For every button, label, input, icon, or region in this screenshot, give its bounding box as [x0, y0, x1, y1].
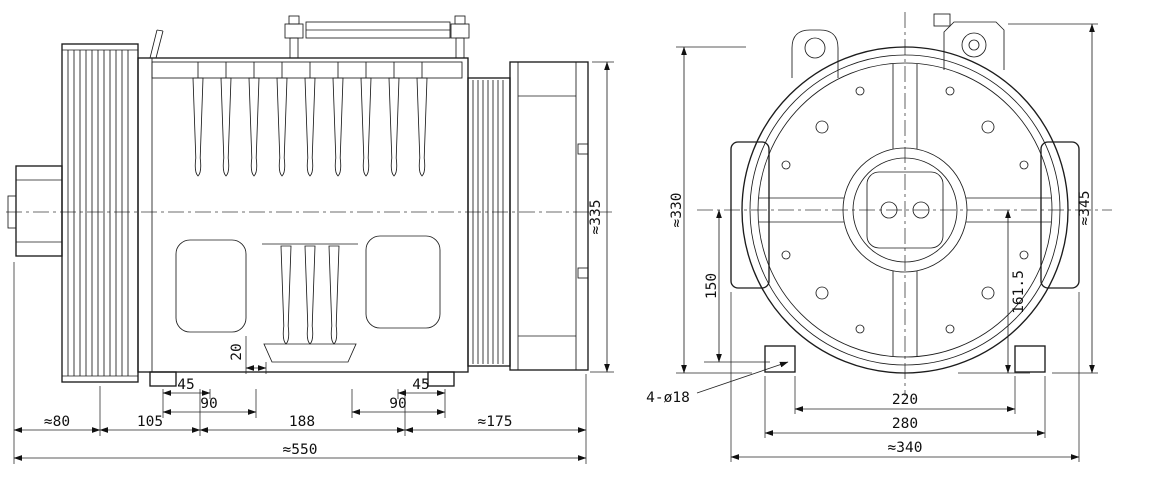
dim-label-150: 150 [704, 273, 720, 299]
base-pad-left [764, 345, 796, 373]
hub [842, 147, 968, 273]
rim-bolt-holes [781, 86, 1029, 334]
dim-label-90-right: 90 [389, 396, 406, 412]
brake-rib-stack [467, 77, 511, 367]
side-dimensions: 45 45 90 90 20 ≈80 105 188 ≈175 ≈550 ≈33… [13, 61, 614, 464]
dim-label-280: 280 [892, 416, 918, 432]
dim-label-330: ≈330 [669, 193, 685, 228]
side-mount-block-right [1040, 141, 1080, 289]
cooling-fins-top [192, 62, 428, 177]
brake-drum [509, 61, 589, 371]
front-dimensions: ≈330 150 161.5 ≈345 220 280 ≈340 4-ø18 [646, 23, 1098, 462]
side-mount-block-left [730, 141, 770, 289]
dim-label-188: 188 [289, 414, 315, 430]
bolt-left [284, 15, 304, 59]
dim-label-161-5: 161.5 [1011, 270, 1027, 314]
front-view: ≈330 150 161.5 ≈345 220 280 ≈340 4-ø18 [646, 12, 1112, 462]
dim-label-20: 20 [229, 343, 245, 360]
dim-label-340: ≈340 [888, 440, 923, 456]
inspection-window-right [365, 235, 441, 329]
mounting-foot-right [427, 371, 455, 387]
release-lever [149, 29, 164, 59]
dim-label-335: ≈335 [588, 200, 604, 235]
inspection-window-left [175, 239, 247, 333]
cooling-fins-middle [262, 243, 358, 363]
dim-label-80: ≈80 [44, 414, 70, 430]
base-pad-right [1014, 345, 1046, 373]
dim-label-105: 105 [137, 414, 163, 430]
bolt-right [450, 15, 470, 59]
dim-label-90-left: 90 [200, 396, 217, 412]
traction-sheave [61, 43, 139, 383]
dim-label-45-right: 45 [412, 377, 429, 393]
machine-body [137, 29, 469, 387]
dim-label-345: ≈345 [1077, 191, 1093, 226]
holes-leader-line [696, 361, 789, 394]
dim-label-220: 220 [892, 392, 918, 408]
shaft-end [7, 165, 63, 257]
lifting-lug-right [933, 13, 1005, 70]
dim-label-45-left: 45 [177, 377, 194, 393]
top-mounting-bar [284, 15, 470, 59]
side-view: 45 45 90 90 20 ≈80 105 188 ≈175 ≈550 ≈33… [6, 15, 614, 464]
dim-label-mounting-holes: 4-ø18 [646, 390, 690, 406]
mounting-foot-left [149, 371, 177, 387]
handwheel-rim [741, 46, 1069, 374]
dim-label-175: ≈175 [478, 414, 513, 430]
dim-label-550: ≈550 [283, 442, 318, 458]
lifting-lug-left [791, 29, 839, 78]
